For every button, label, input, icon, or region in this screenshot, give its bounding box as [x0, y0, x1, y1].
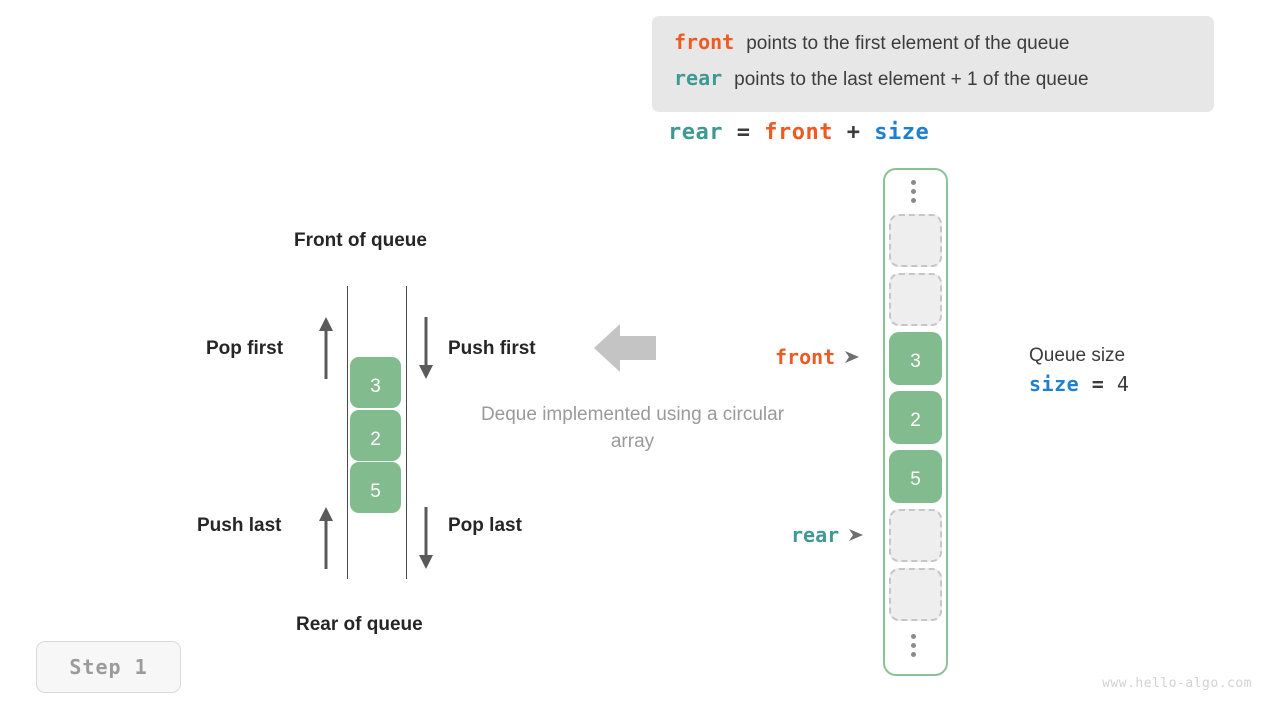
- front-of-queue-label: Front of queue: [294, 230, 427, 251]
- ellipsis-top-icon: [910, 180, 917, 203]
- size-variable: size: [1029, 372, 1080, 396]
- pointer-arrow-right-icon: [849, 529, 864, 541]
- diagram-caption: Deque implemented using a circular array: [480, 404, 785, 452]
- rear-pointer-label: rear: [791, 523, 840, 547]
- array-cell: [889, 214, 942, 267]
- formula-rhs-size: size: [874, 120, 930, 145]
- step-badge: Step 1: [36, 641, 181, 693]
- deque-guide-line-left: [347, 286, 348, 579]
- front-pointer-label: front: [775, 345, 836, 369]
- push-first-arrow-down-icon: [419, 317, 433, 379]
- legend-line-front: front points to the first element of the…: [674, 30, 1192, 66]
- push-last-label: Push last: [197, 515, 282, 536]
- array-cell: [889, 509, 942, 562]
- pop-last-arrow-down-icon: [419, 507, 433, 569]
- queue-size-title: Queue size: [1029, 345, 1126, 366]
- pop-first-arrow-up-icon: [319, 317, 333, 379]
- formula-plus: +: [832, 120, 875, 145]
- deque-cell: 5: [350, 462, 401, 513]
- formula-rear-equals-front-plus-size: rear = front + size: [668, 120, 929, 145]
- deque-guide-line-right: [406, 286, 407, 579]
- push-first-label: Push first: [448, 338, 536, 359]
- array-cell: 5: [889, 450, 942, 503]
- arrow-left-icon: [594, 324, 656, 372]
- legend-keyword-rear: rear: [674, 66, 723, 90]
- size-value: 4: [1116, 372, 1130, 396]
- rear-of-queue-label: Rear of queue: [296, 614, 423, 635]
- legend-text-rear: points to the last element + 1 of the qu…: [734, 69, 1089, 90]
- size-equals: =: [1091, 372, 1105, 396]
- legend-line-rear: rear points to the last element + 1 of t…: [674, 66, 1192, 102]
- formula-rhs-front: front: [764, 120, 833, 145]
- ellipsis-bottom-icon: [910, 634, 917, 657]
- circular-array-frame: [883, 168, 948, 676]
- array-cell: 2: [889, 391, 942, 444]
- formula-lhs: rear: [668, 120, 723, 145]
- pop-last-label: Pop last: [448, 515, 522, 536]
- queue-size-expression: size = 4: [1029, 369, 1129, 400]
- legend-keyword-front: front: [674, 30, 735, 54]
- rear-pointer: rear: [791, 523, 864, 547]
- watermark: www.hello-algo.com: [1102, 676, 1252, 691]
- push-last-arrow-up-icon: [319, 507, 333, 569]
- legend-box: front points to the first element of the…: [652, 16, 1214, 112]
- front-pointer: front: [775, 345, 860, 369]
- pointer-arrow-right-icon: [845, 351, 860, 363]
- array-cell: 3: [889, 332, 942, 385]
- legend-text-front: points to the first element of the queue: [746, 33, 1070, 54]
- queue-size-note: Queue size size = 4: [1029, 343, 1129, 400]
- pop-first-label: Pop first: [206, 338, 284, 359]
- array-cell: [889, 273, 942, 326]
- deque-cell: 2: [350, 410, 401, 461]
- array-cell: [889, 568, 942, 621]
- deque-cell: 3: [350, 357, 401, 408]
- formula-equals: =: [722, 120, 765, 145]
